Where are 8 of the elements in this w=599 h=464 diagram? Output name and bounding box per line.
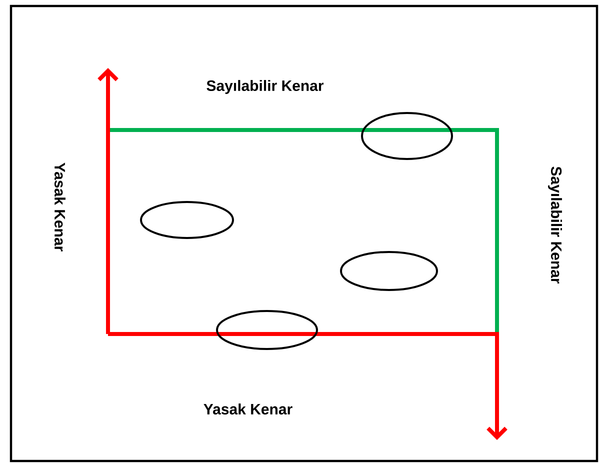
edge-name: Yasak Kenar — [204, 404, 292, 414]
ellipse — [216, 310, 318, 350]
edge-name: Sayılabilir Kenar — [548, 166, 562, 284]
edge-name: Sayılabilir Kenar — [206, 80, 324, 94]
ellipse — [361, 112, 453, 160]
ellipse — [140, 201, 234, 239]
ellipse — [340, 251, 438, 291]
edge-name: Yasak Kenar — [54, 162, 66, 252]
